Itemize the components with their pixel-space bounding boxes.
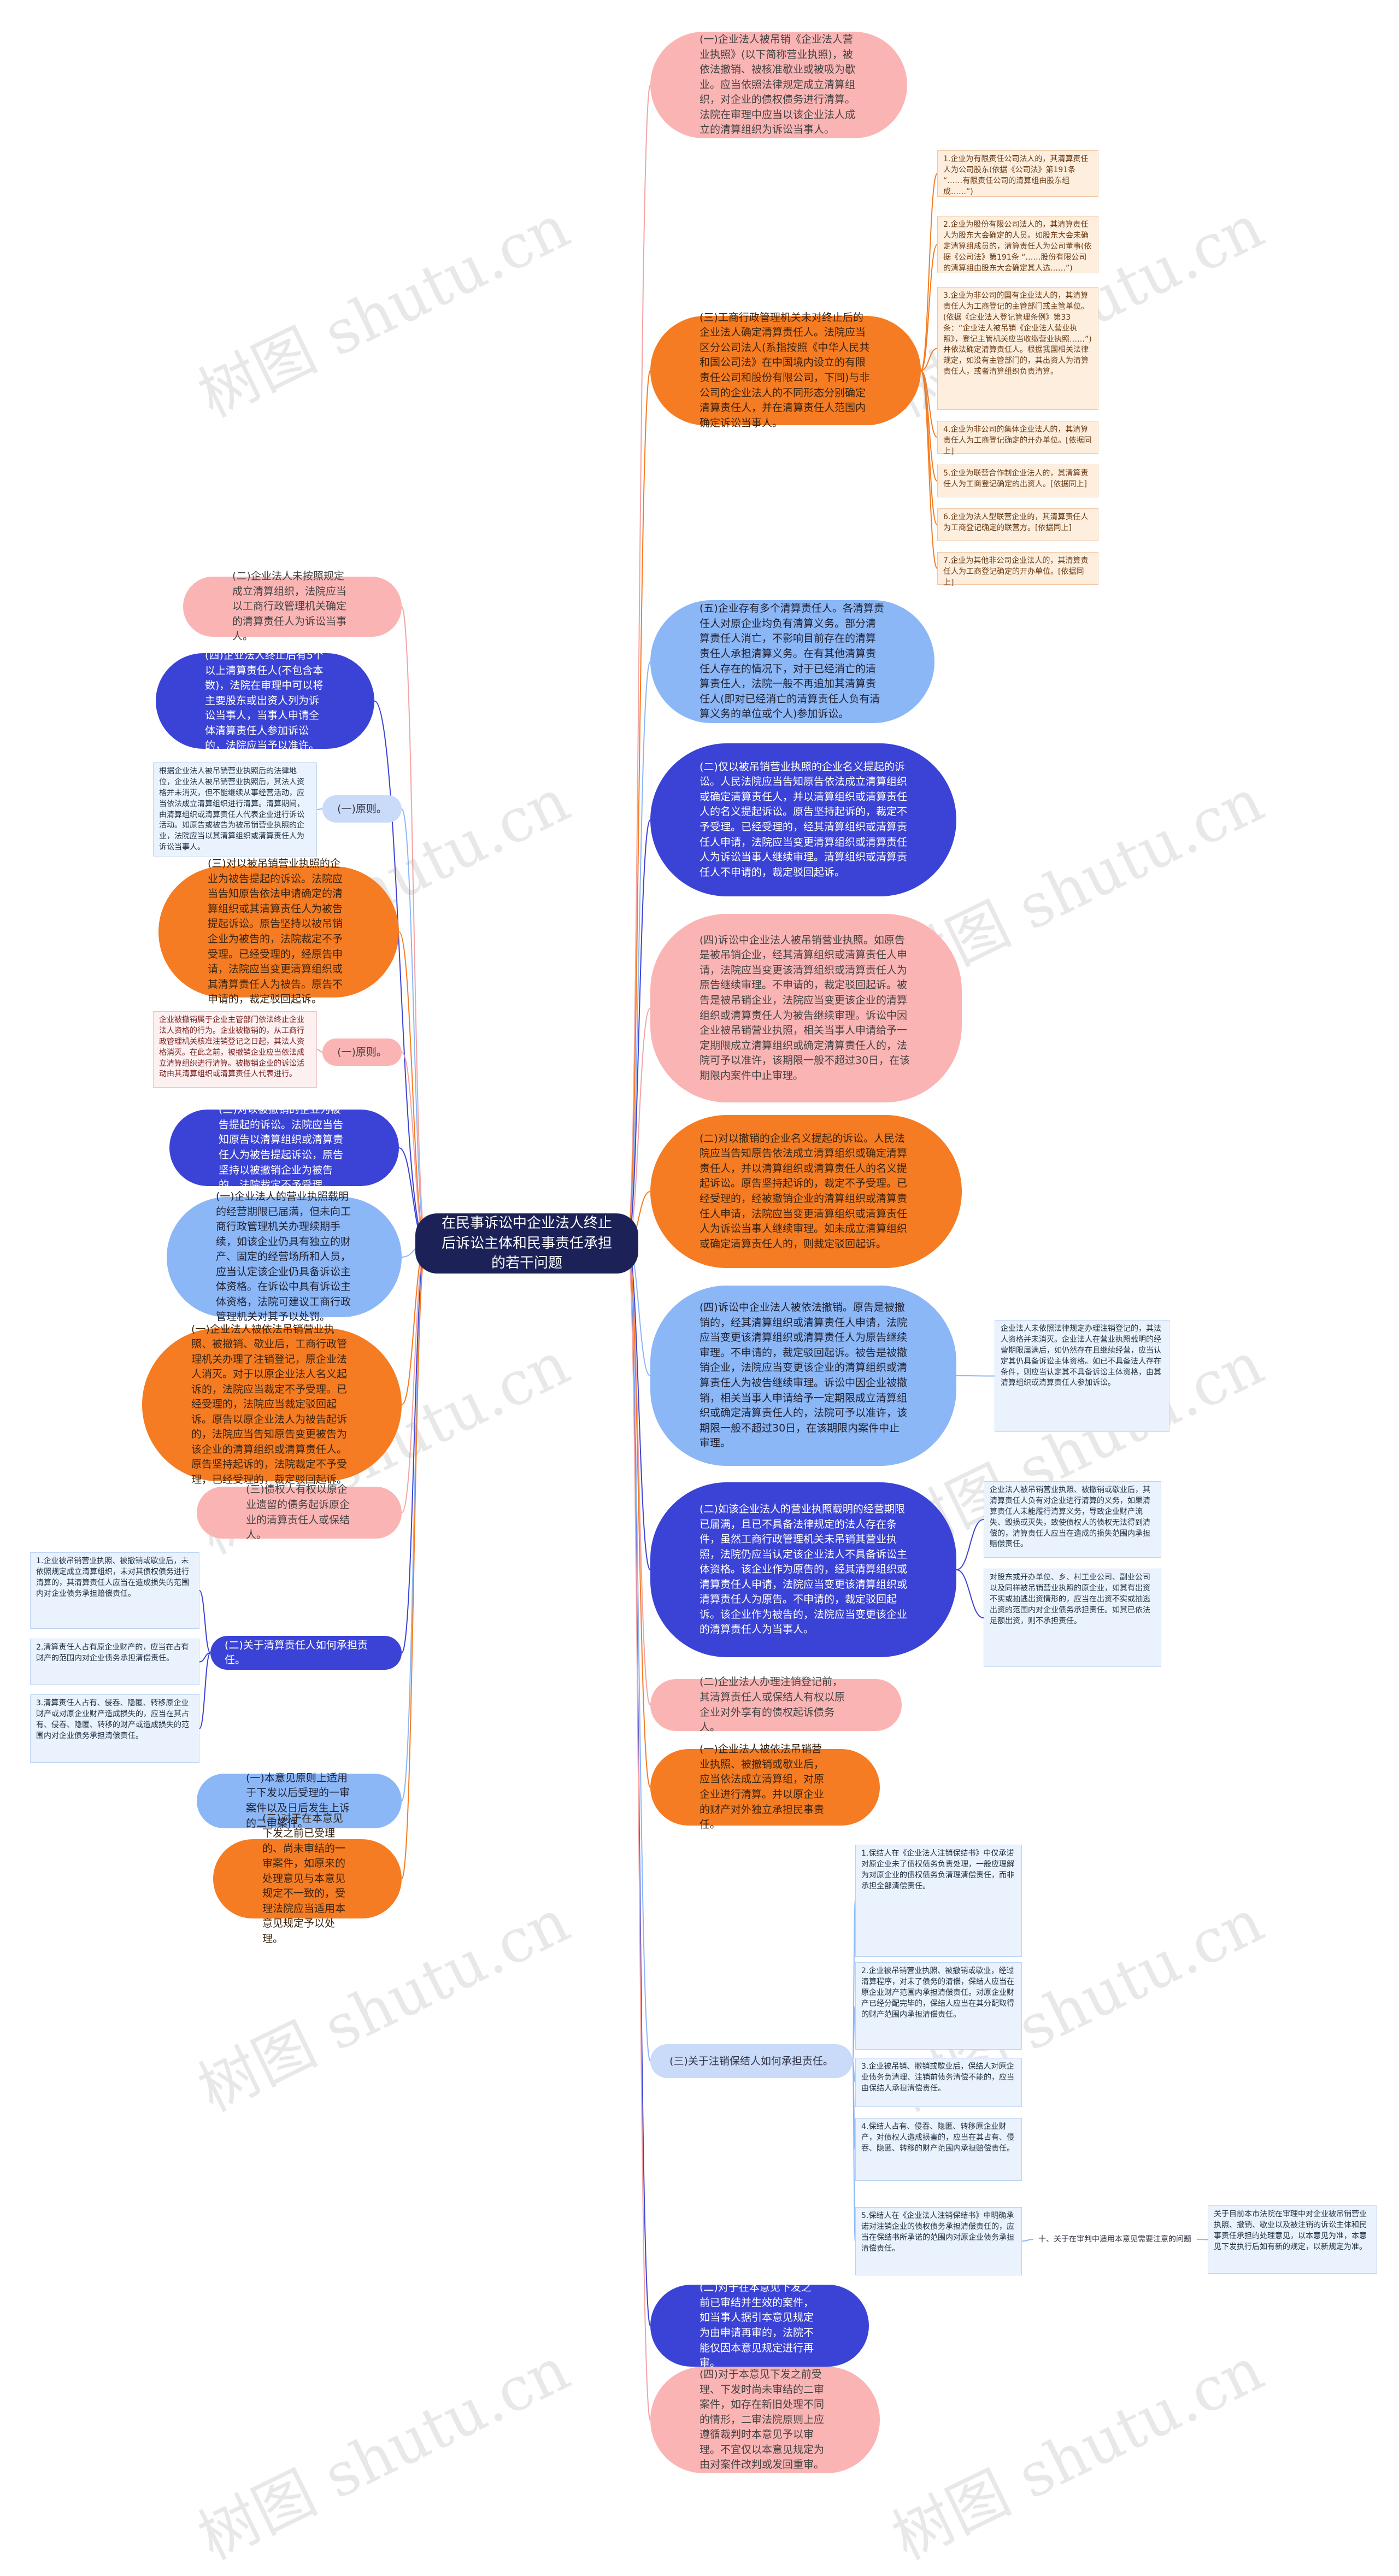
leaf-box[interactable]: 3.企业为非公司的国有企业法人的，其清算责任人为工商登记的主管部门或主管单位。(… xyxy=(937,287,1098,410)
connector-line xyxy=(920,370,938,525)
leaf-box[interactable]: 1.保结人在《企业法人注销保结书》中仅承诺对原企业未了债权债务负责处理，一般应理… xyxy=(855,1845,1022,1957)
leaf-box[interactable]: 企业被撤销属于企业主管部门依法终止企业法人资格的行为。企业被撤销的，从工商行政管… xyxy=(153,1011,317,1088)
branch-node[interactable]: (二)对以撤销的企业名义提起的诉讼。人民法院应当告知原告依法成立清算组织或确定清… xyxy=(650,1115,962,1268)
connector-line xyxy=(401,1243,427,1880)
connector-line xyxy=(401,1243,427,1513)
leaf-box[interactable]: 1.企业为有限责任公司法人的，其清算责任人为公司股东(依据《公司法》第191条 … xyxy=(937,150,1098,197)
root-node[interactable]: 在民事诉讼中企业法人终止后诉讼主体和民事责任承担的若干问题 xyxy=(415,1213,638,1274)
connector-line xyxy=(627,1243,651,2421)
leaf-box[interactable]: 1.企业被吊销营业执照、被撤销或歇业后，未依照规定成立清算组织，未对其债权债务进… xyxy=(30,1552,199,1629)
connector-line xyxy=(920,244,938,371)
connector-line xyxy=(627,1243,651,1788)
leaf-box[interactable]: 2.企业被吊销营业执照、被撤销或歇业，经过清算程序，对未了债务的清偿，保结人应当… xyxy=(855,1962,1022,2050)
branch-node[interactable]: (一)企业法人的营业执照载明的经营期限已届满，但未向工商行政管理机关办理续期手续… xyxy=(167,1190,402,1323)
connector-line xyxy=(316,1049,323,1053)
branch-node[interactable]: (一)本意见原则上适用于下发以后受理的一审案件以及日后发生上诉的二审案件。 xyxy=(197,1772,402,1829)
leaf-box[interactable]: 6.企业为法人型联营企业的，其清算责任人为工商登记确定的联营方。[依据同上] xyxy=(937,508,1098,541)
leaf-label[interactable]: 十、关于在审判中适用本意见需要注意的问题 xyxy=(1038,2235,1191,2244)
leaf-box[interactable]: 3.企业被吊销、撤销或歇业后，保结人对原企业债务负清理、注销前债务清偿不能的，应… xyxy=(855,2058,1022,2107)
branch-node[interactable]: (三)对以被吊销营业执照的企业为被告提起的诉讼。法院应当告知原告依法申请确定的清… xyxy=(158,858,399,1005)
branch-node[interactable]: (三)对于在本意见下发之前已受理的、尚未审结的一审案件，如原来的处理意见与本意见… xyxy=(213,1812,402,1945)
leaf-box[interactable]: 5.企业为联营合作制企业法人的，其清算责任人为工商登记确定的出资人。[依据同上] xyxy=(937,465,1098,497)
connector-line xyxy=(627,84,651,1244)
leaf-box[interactable]: 对股东或开办单位、乡、村工业公司、副业公司以及同样被吊销营业执照的原企业，如其有… xyxy=(984,1569,1161,1667)
branch-node[interactable]: (三)债权人有权以原企业遗留的债务起诉原企业的清算责任人或保结人。 xyxy=(197,1483,402,1541)
connector-line xyxy=(627,661,651,1244)
branch-node[interactable]: (二)关于清算责任人如何承担责任。 xyxy=(210,1636,402,1670)
branch-node[interactable]: (一)企业法人被依法吊销营业执照、被撤销、歇业后，工商行政管理机关办理了注销登记… xyxy=(142,1323,402,1486)
branch-node[interactable]: (五)企业存有多个清算责任人。各清算责任人对原企业均负有清算义务。部分清算责任人… xyxy=(650,600,934,723)
branch-node[interactable]: (一)原则。 xyxy=(322,795,402,823)
connector-line xyxy=(956,1519,984,1570)
connector-line xyxy=(920,370,938,569)
branch-node[interactable]: (四)对于本意见下发之前受理、下发时尚未审结的二审案件，如存在新旧处理不同的情形… xyxy=(650,2367,880,2473)
connector-line xyxy=(627,370,651,1244)
connector-line xyxy=(852,2005,856,2062)
connector-line xyxy=(1021,2239,1033,2242)
branch-node[interactable]: (二)对于在本意见下发之前已审结并生效的案件，如当事人据引本意见规定为由申请再审… xyxy=(650,2281,869,2369)
root-label: 在民事诉讼中企业法人终止后诉讼主体和民事责任承担的若干问题 xyxy=(441,1215,612,1272)
branch-node[interactable]: (一)原则。 xyxy=(322,1038,402,1066)
branch-node[interactable]: (二)企业法人未按照规定成立清算组织，法院应当以工商行政管理机关确定的清算责任人… xyxy=(183,570,402,642)
branch-node[interactable]: (三)对以被撤销的企业为被告提起的诉讼。法院应当告知原告以清算组织或清算责任人为… xyxy=(169,1104,399,1191)
leaf-box[interactable]: 根据企业法人被吊销营业执照后的法律地位，企业法人被吊销营业执照后，其法人资格并未… xyxy=(153,762,317,856)
leaf-box[interactable]: 2.清算责任人占有原企业财产的，应当在占有财产的范围内对企业债务承担清偿责任。 xyxy=(30,1639,199,1685)
connector-line xyxy=(199,1652,211,1663)
connector-line xyxy=(956,1569,984,1618)
leaf-box[interactable]: 企业法人被吊销营业执照、被撤销或歇业后，其清算责任人负有对企业进行清算的义务，如… xyxy=(984,1481,1161,1558)
branch-node[interactable]: (二)仅以被吊销营业执照的企业名义提起的诉讼。人民法院应当告知原告依法成立清算组… xyxy=(650,743,956,896)
branch-node[interactable]: (四)诉讼中企业法人被吊销营业执照。如原告是被吊销企业，经其清算组织或清算责任人… xyxy=(650,914,962,1102)
leaf-box[interactable]: 4.企业为非公司的集体企业法人的，其清算责任人为工商登记确定的开办单位。[依据同… xyxy=(937,421,1098,456)
connector-line xyxy=(374,700,427,1244)
branch-node[interactable]: (三)关于注销保结人如何承担责任。 xyxy=(650,2044,853,2078)
connector-line xyxy=(920,173,938,371)
connector-line xyxy=(852,2061,856,2242)
branch-node[interactable]: (二)企业法人办理注销登记前，其清算责任人或保结人有权以原企业对外享有的债权起诉… xyxy=(650,1676,902,1733)
leaf-box[interactable]: 7.企业为其他非公司企业法人的，其清算责任人为工商登记确定的开办单位。[依据同上… xyxy=(937,552,1098,587)
branch-node[interactable]: (一)企业法人被依法吊销营业执照、被撤销或歇业后，应当依法成立清算组，对原企业进… xyxy=(650,1743,880,1830)
leaf-box[interactable]: 5.保结人在《企业法人注销保结书》中明确承诺对注销企业的债权债务承担清偿责任的，… xyxy=(855,2207,1022,2275)
branch-node[interactable]: (一)企业法人被吊销《企业法人营业执照》(以下简称营业执照)，被依法撤销、被核准… xyxy=(650,32,907,138)
leaf-box[interactable]: 企业法人未依照法律规定办理注销登记的，其法人资格并未消灭。企业法人在营业执照载明… xyxy=(995,1320,1169,1432)
branch-node[interactable]: (二)如该企业法人的营业执照载明的经营期限已届满，且已不具备法律规定的法人存在条… xyxy=(650,1482,956,1657)
connector-line xyxy=(920,348,938,371)
connector-line xyxy=(1196,2239,1208,2240)
connector-line xyxy=(199,1590,211,1653)
branch-node[interactable]: (四)企业法人终止后有5个以上清算责任人(不包含本数)，法院在审理中可以将主要股… xyxy=(156,649,374,752)
connector-line xyxy=(627,819,651,1244)
connector-line xyxy=(627,1243,651,2062)
branch-node[interactable]: (四)诉讼中企业法人被依法撤销。原告是被撤销的，经其清算组织或清算责任人申请，法… xyxy=(650,1286,956,1466)
leaf-box[interactable]: 2.企业为股份有限公司法人的，其清算责任人为股东大会确定的人员。如股东大会未确定… xyxy=(937,216,1098,273)
connector-line xyxy=(401,606,427,1244)
leaf-box[interactable]: 关于目前本市法院在审理中对企业被吊销营业执照、撤销、歇业以及被注销的诉讼主体和民… xyxy=(1208,2205,1377,2274)
connector-line xyxy=(401,1243,427,1653)
connector-lines xyxy=(199,84,1208,2421)
branch-node[interactable]: (三)工商行政管理机关未对终止后的企业法人确定清算责任人。法院应当区分公司法人(… xyxy=(650,312,921,429)
connector-line xyxy=(199,1652,211,1729)
connector-line xyxy=(401,808,427,1244)
leaf-box[interactable]: 4.保结人占有、侵吞、隐匿、转移原企业财产，对债权人造成损害的，应当在其占有、侵… xyxy=(855,2118,1022,2181)
leaf-box[interactable]: 3.清算责任人占有、侵吞、隐匿、转移原企业财产或对原企业财产造成损失的，应当在其… xyxy=(30,1694,199,1763)
